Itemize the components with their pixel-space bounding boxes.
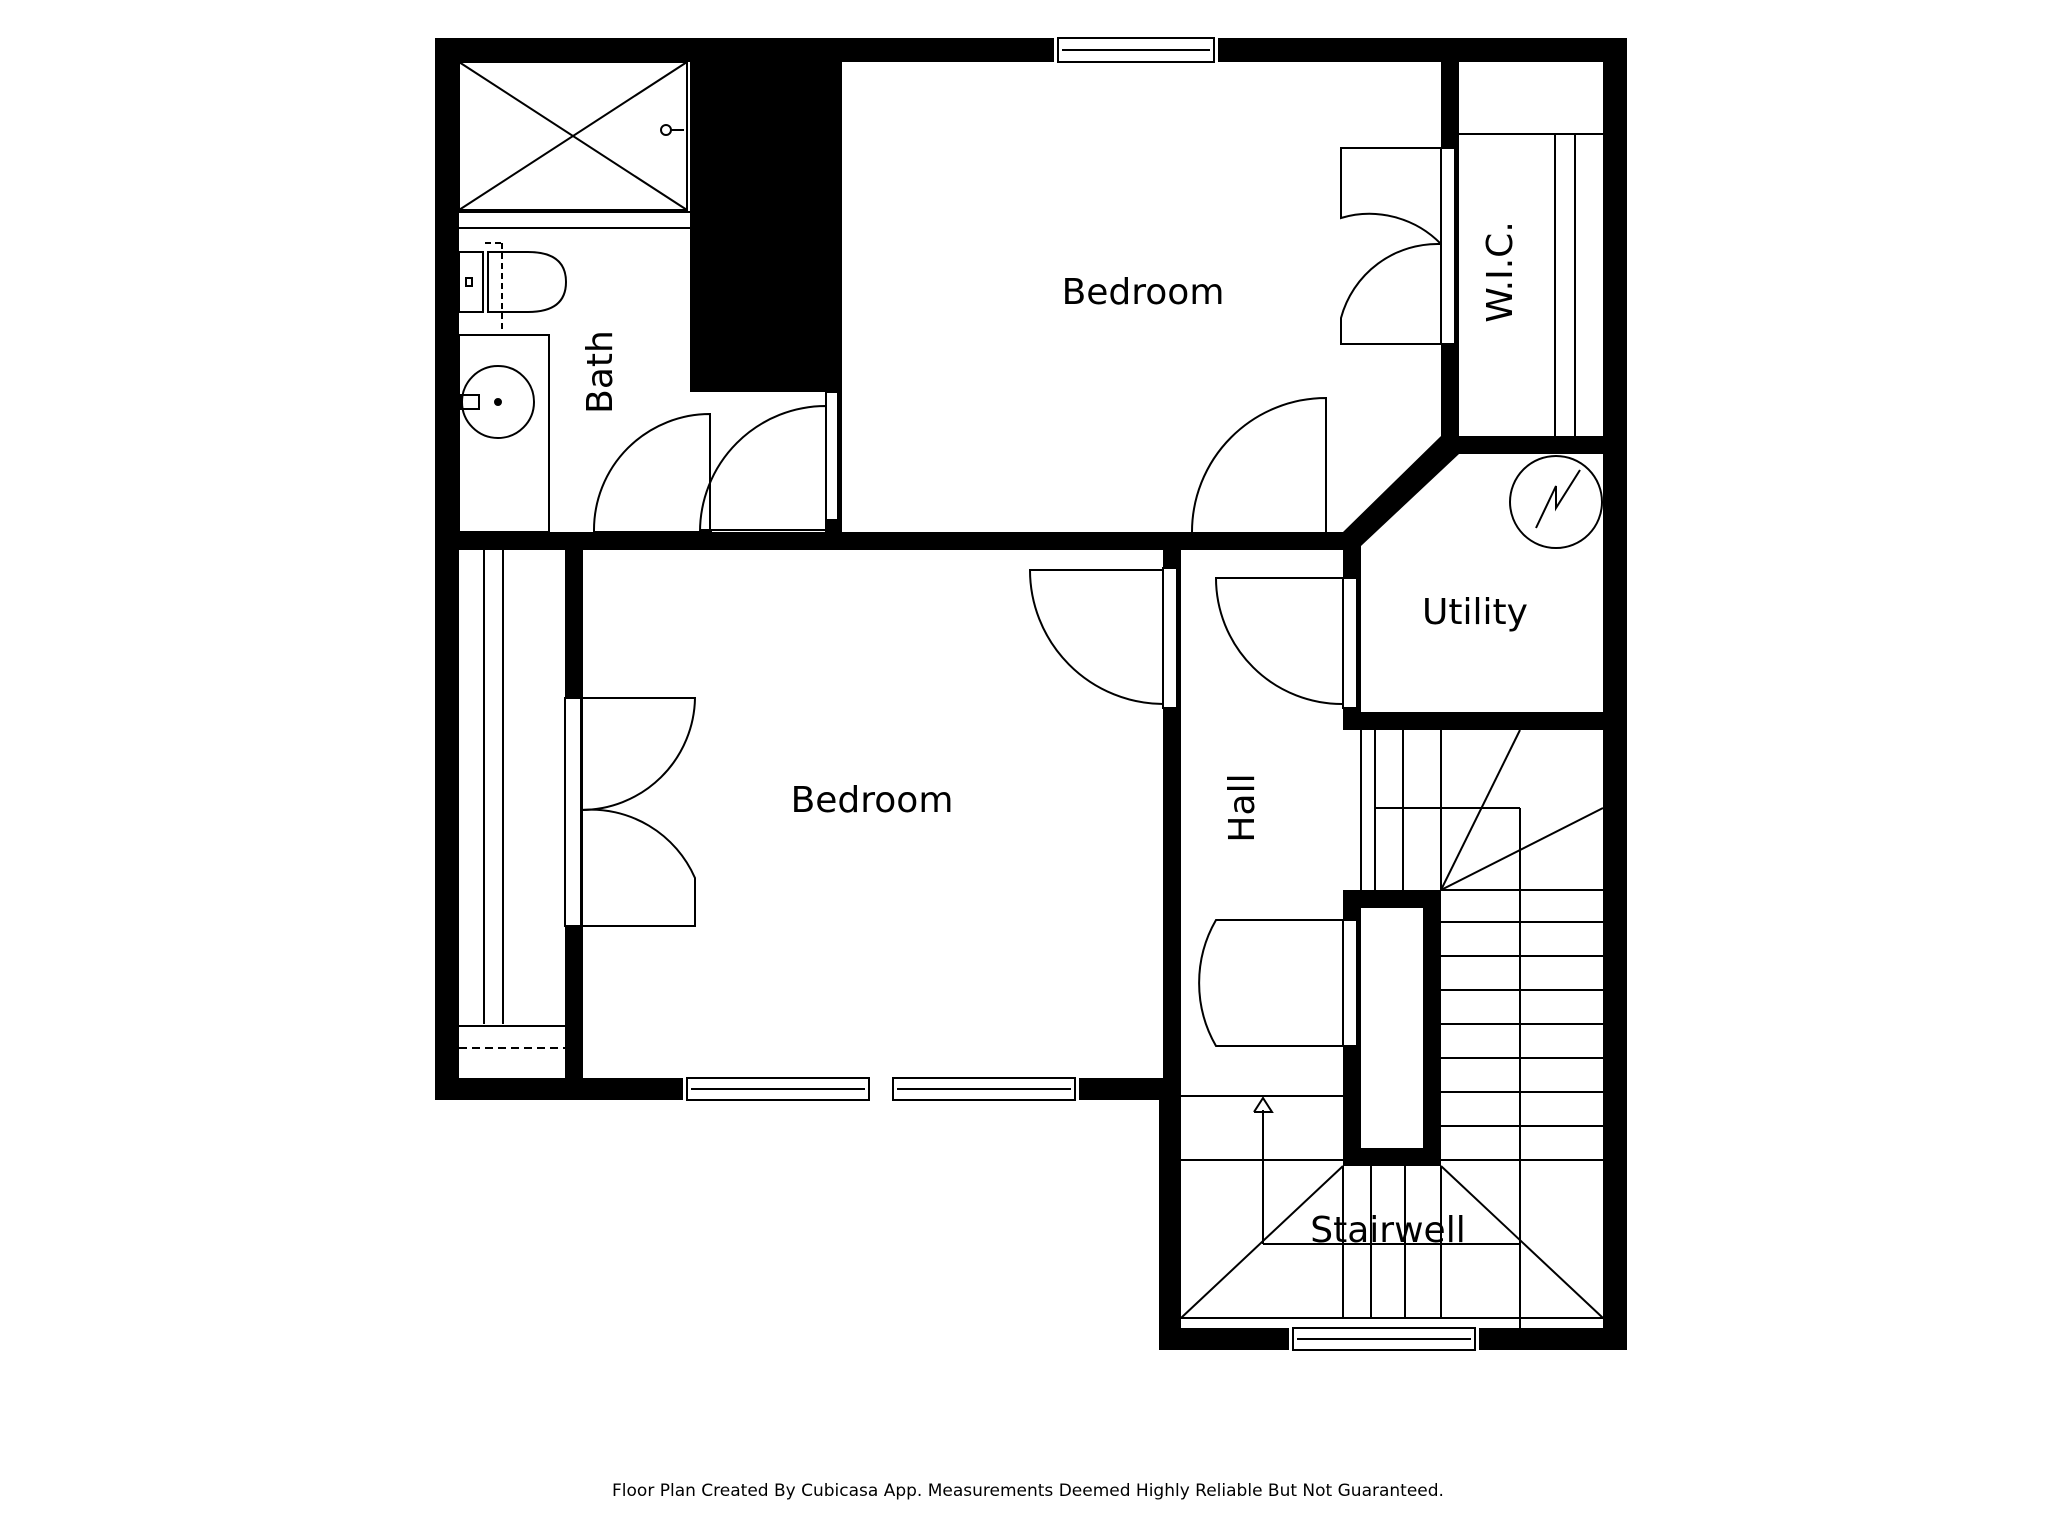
room-label-hall: Hall <box>1222 773 1263 842</box>
boiler <box>1509 455 1603 549</box>
room-label-utility: Utility <box>1422 592 1528 633</box>
footer-disclaimer: Floor Plan Created By Cubicasa App. Meas… <box>612 1481 1444 1501</box>
room-label-bath: Bath <box>580 330 621 414</box>
windows <box>683 37 1479 1351</box>
fixtures <box>458 61 1604 1328</box>
toilet-fixture <box>458 242 568 330</box>
room-label-bedroom-top: Bedroom <box>1062 272 1225 313</box>
room-label-bedroom-left: Bedroom <box>791 780 954 821</box>
room-label-stairwell: Stairwell <box>1310 1210 1465 1251</box>
room-label-wic: W.I.C. <box>1480 221 1521 323</box>
shower <box>458 61 688 211</box>
utility-diagonal-wall <box>1343 436 1459 546</box>
vanity-fixture <box>458 334 550 533</box>
stair-core-void <box>1361 908 1423 1148</box>
